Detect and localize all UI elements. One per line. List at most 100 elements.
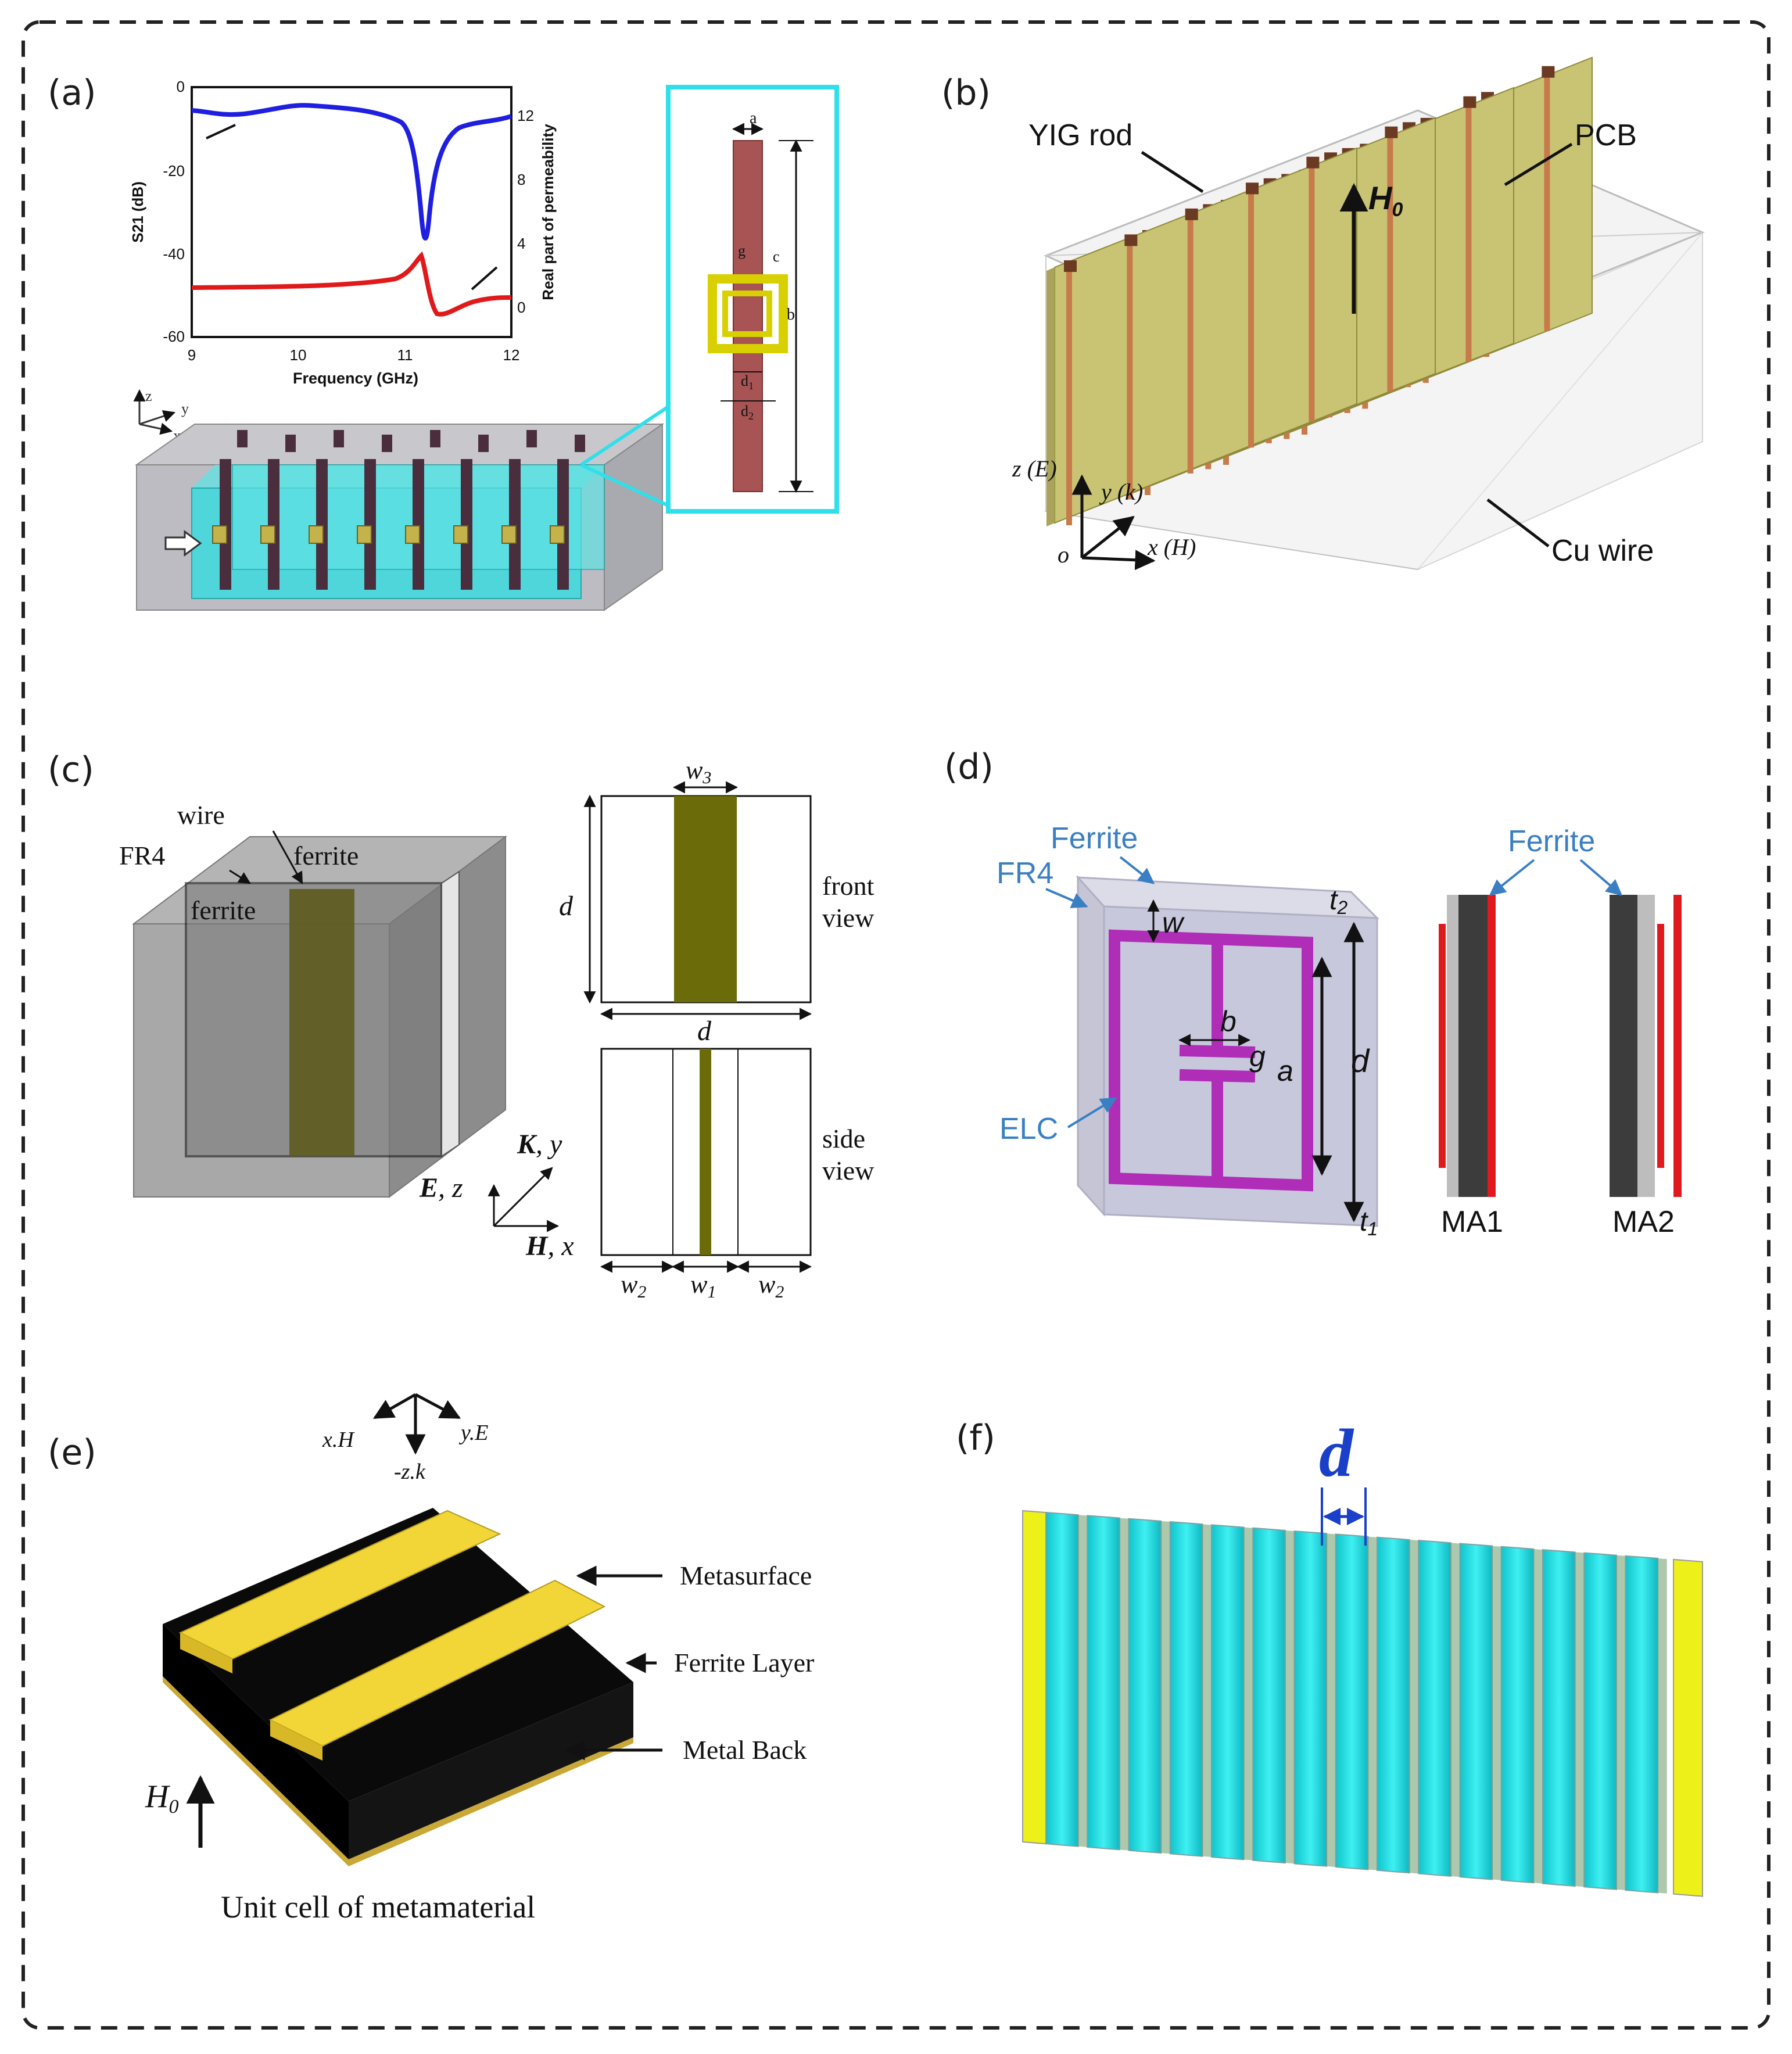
wire-rod-top bbox=[575, 435, 585, 452]
y-left-tick-3: -60 bbox=[163, 328, 185, 345]
e-metal-back bbox=[163, 1676, 633, 1866]
e-block-right bbox=[349, 1682, 633, 1859]
b-x-axis bbox=[1081, 550, 1156, 571]
e-ferrite-label: Ferrite Layer bbox=[674, 1648, 814, 1677]
f-cyan-rod bbox=[1087, 1515, 1120, 1851]
c-side-label-1: side bbox=[822, 1124, 865, 1153]
b-x-label: x (H) bbox=[1147, 534, 1196, 560]
yig-rod bbox=[1064, 260, 1077, 272]
e-x-label: x.H bbox=[322, 1428, 355, 1452]
b-y-axis bbox=[1081, 515, 1135, 559]
wire-rod bbox=[509, 459, 521, 590]
f-gap-strip bbox=[1616, 1555, 1626, 1890]
cu-wire bbox=[1127, 243, 1133, 500]
zoom-wire-rod bbox=[733, 140, 763, 492]
e-z-label: -z.k bbox=[394, 1460, 426, 1484]
f-gap-strip bbox=[1450, 1543, 1460, 1877]
e-h0-label: H0 bbox=[145, 1779, 178, 1818]
y-right-tick-0: 12 bbox=[517, 107, 534, 124]
b-z-label: z (E) bbox=[1012, 456, 1057, 482]
panel-a-axes: z y x bbox=[133, 388, 189, 444]
b-pcb-label: PCB bbox=[1575, 119, 1637, 152]
ma2-ferrite bbox=[1610, 895, 1637, 1197]
f-cyan-rod bbox=[1045, 1511, 1079, 1847]
x-axis-arrow bbox=[139, 422, 173, 435]
f-gap-strip bbox=[1533, 1548, 1543, 1884]
c-w2-right-label: w2 bbox=[758, 1270, 784, 1302]
permeability-curve bbox=[191, 251, 512, 317]
f-gap-strip bbox=[1409, 1539, 1419, 1874]
f-cyan-rod bbox=[1169, 1521, 1203, 1857]
c-side-wire bbox=[700, 1049, 711, 1255]
srr-marker bbox=[550, 525, 565, 544]
srr-marker bbox=[453, 525, 468, 544]
f-cyan-rod bbox=[1583, 1552, 1617, 1890]
srr-marker bbox=[212, 525, 227, 544]
panel-b: (b) YIG rod PCB Cu wire H0 z (E) y (k) x… bbox=[941, 56, 1705, 571]
wire-rod-top bbox=[478, 435, 489, 452]
dim-d2-label: d2 bbox=[741, 403, 754, 422]
wire-rod bbox=[316, 459, 328, 590]
c-front-label-2: view bbox=[822, 903, 875, 933]
ma1-copper-left bbox=[1439, 924, 1446, 1168]
e-block-left bbox=[163, 1624, 349, 1859]
x-ticks: 9 10 11 12 bbox=[188, 346, 520, 364]
ma2-copper-mid bbox=[1657, 924, 1664, 1168]
d-ferrite-pointer-ma2 bbox=[1579, 859, 1623, 896]
dim-c-label: c bbox=[773, 248, 780, 265]
panel-f-label: (f) bbox=[956, 1418, 995, 1458]
cu-wire bbox=[1248, 192, 1255, 448]
dim-a-label: a bbox=[750, 109, 757, 127]
srr-marker bbox=[260, 525, 275, 544]
panel-a-label: (a) bbox=[48, 73, 96, 113]
panel-d-label: (d) bbox=[944, 747, 994, 787]
b-cu-label: Cu wire bbox=[1551, 534, 1654, 568]
e-metasurface-label: Metasurface bbox=[680, 1561, 812, 1590]
f-gap-strip bbox=[1492, 1546, 1501, 1880]
f-end-plate-left bbox=[1022, 1510, 1046, 1845]
dim-d1-label: d1 bbox=[741, 372, 754, 392]
f-gap-strip bbox=[1161, 1521, 1170, 1854]
mu-pointer bbox=[471, 266, 498, 291]
f-gap-strip bbox=[1575, 1552, 1585, 1887]
d-elc-cap-bottom bbox=[1179, 1069, 1256, 1082]
e-y-axis bbox=[414, 1393, 461, 1419]
c-k-axis bbox=[493, 1167, 553, 1227]
f-cyan-rod bbox=[1377, 1536, 1410, 1874]
cu-wire bbox=[1066, 270, 1072, 525]
dim-g-label: g bbox=[738, 242, 746, 259]
srr-marker bbox=[501, 525, 517, 544]
f-cyan-rod bbox=[1252, 1527, 1286, 1864]
c-ferrite-label-1: ferrite bbox=[293, 841, 359, 870]
e-strip-2-edge bbox=[270, 1720, 322, 1761]
ma2-copper-right bbox=[1673, 895, 1682, 1197]
yig-rod bbox=[1542, 66, 1555, 78]
dashed-frame bbox=[21, 20, 1771, 2030]
srr-marker bbox=[357, 525, 372, 544]
yig-rod bbox=[1124, 234, 1138, 246]
wire-rod-top bbox=[526, 430, 537, 447]
c-wire-pointer bbox=[272, 830, 303, 884]
y-right-tick-3: 0 bbox=[517, 299, 525, 316]
cu-wire bbox=[1544, 75, 1550, 331]
z-axis-label: z bbox=[145, 388, 152, 404]
wire-rod-top bbox=[430, 430, 440, 447]
e-y-label: y.E bbox=[458, 1421, 489, 1445]
ma2-label: MA2 bbox=[1612, 1205, 1675, 1239]
wire-rod bbox=[461, 459, 472, 590]
c-w3-label: w3 bbox=[686, 756, 711, 787]
panel-e: (e) x.H y.E -z.k Metasurface Ferrite Lay… bbox=[48, 1393, 814, 1924]
panel-e-label: (e) bbox=[48, 1432, 96, 1473]
y-right-tick-2: 4 bbox=[517, 235, 525, 252]
f-cyan-rod bbox=[1459, 1543, 1493, 1880]
panel-c: (c) wire FR4 ferrite ferrite K, y E, z H… bbox=[48, 750, 875, 1302]
wire-rod bbox=[364, 459, 376, 590]
srr-marker bbox=[309, 525, 324, 544]
d-fr4-pointer bbox=[1045, 888, 1088, 908]
x-tick-3: 12 bbox=[503, 346, 520, 364]
s21-curve bbox=[191, 103, 512, 241]
d-fr4-label: FR4 bbox=[997, 856, 1053, 890]
c-wire bbox=[289, 889, 354, 1156]
